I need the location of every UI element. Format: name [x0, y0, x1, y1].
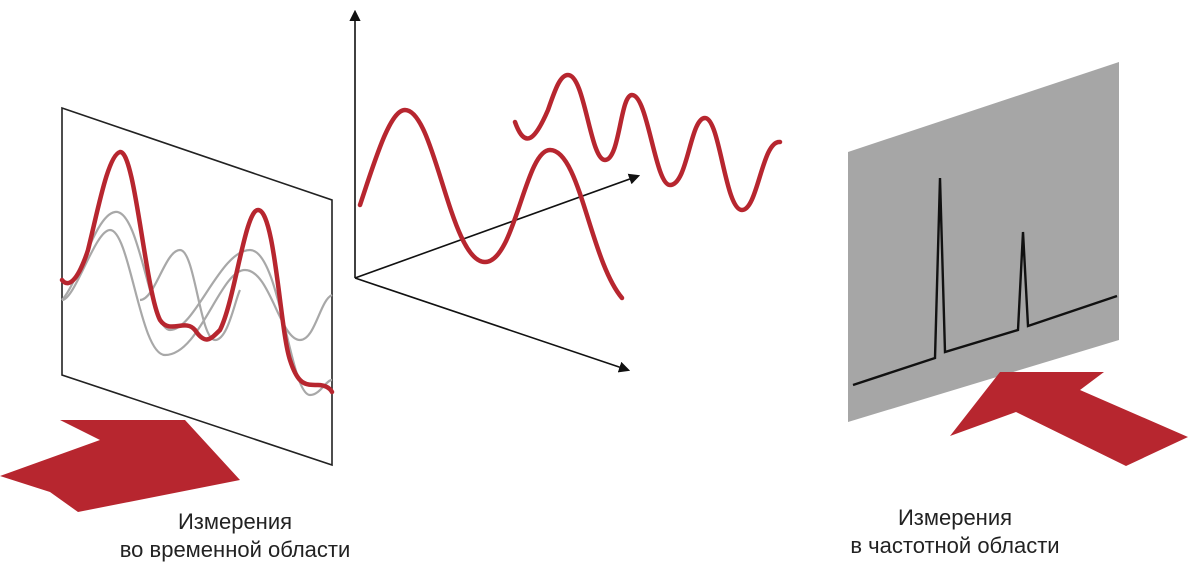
frequency-domain-caption-line1: Измерения: [897, 505, 1013, 530]
time-domain-frame: [61, 106, 333, 467]
time-domain-caption-line2: во временной области: [119, 537, 351, 562]
frequency-domain-panel: [848, 62, 1119, 422]
low-frequency-component: [357, 107, 625, 301]
time-component-wave-2: [61, 228, 333, 357]
axes-3d: [349, 9, 641, 373]
time-domain-caption: Измерения во временной области: [70, 508, 400, 564]
time-component-wave-3: [139, 248, 242, 342]
time-component-wave-1: [61, 210, 333, 397]
frequency-domain-screen: [848, 62, 1119, 422]
time-domain-caption-line1: Измерения: [177, 509, 293, 534]
frequency-domain-caption: Измерения в частотной области: [790, 504, 1120, 560]
spectrum-trace: [852, 177, 1118, 387]
frequency-axis: [354, 173, 641, 279]
frequency-measurement-arrow: [950, 372, 1188, 466]
high-frequency-component: [512, 72, 783, 213]
time-axis: [354, 277, 631, 373]
time-composite-signal: [59, 149, 335, 395]
time-domain-panel: [59, 106, 335, 467]
frequency-domain-caption-line2: в частотной области: [850, 533, 1060, 558]
time-measurement-arrow: [0, 420, 240, 512]
